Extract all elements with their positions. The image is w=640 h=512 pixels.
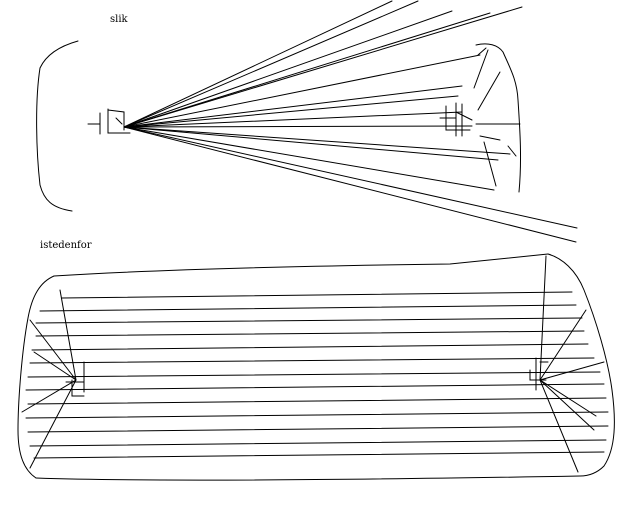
bottom-horizontal-lines bbox=[25, 291, 609, 459]
bottom-room-bottom-wall bbox=[35, 475, 581, 481]
top-rays bbox=[123, 0, 578, 243]
bottom-right-rays bbox=[539, 255, 605, 473]
bottom-sketch: istedenfor bbox=[17, 240, 615, 481]
bottom-room-right-wall bbox=[547, 253, 615, 477]
top-right-reflections bbox=[473, 47, 521, 187]
bottom-left-rays bbox=[21, 289, 77, 469]
bottom-room-left-wall bbox=[17, 275, 55, 479]
top-sketch: slik bbox=[36, 0, 578, 243]
bottom-room-top-wall bbox=[53, 253, 549, 277]
bottom-sketch-label: istedenfor bbox=[40, 240, 92, 251]
top-room-right-wall bbox=[475, 43, 522, 193]
top-room-left-wall bbox=[36, 40, 79, 212]
top-left-source-marker bbox=[87, 108, 131, 135]
top-right-receiver-marker bbox=[439, 102, 473, 137]
top-sketch-label: slik bbox=[110, 14, 129, 25]
